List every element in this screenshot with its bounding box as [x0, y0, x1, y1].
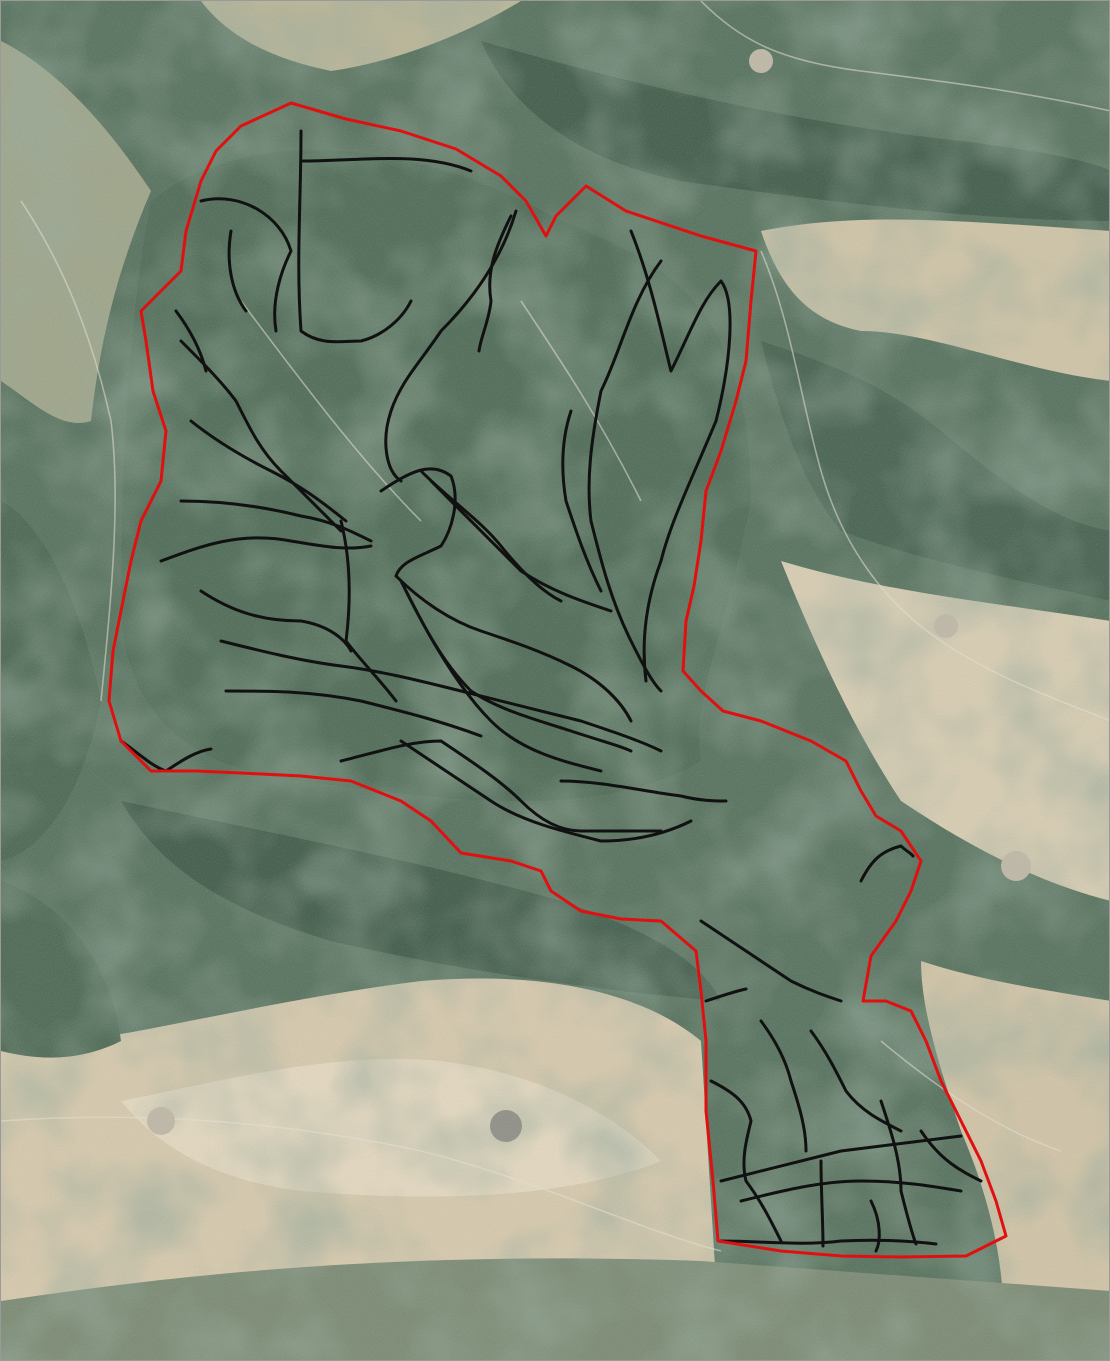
network-line-18[interactable] — [394, 574, 633, 723]
network-line-3[interactable] — [199, 197, 293, 333]
network-line-8[interactable] — [561, 409, 603, 593]
track-inner-2 — [520, 300, 642, 502]
study-area-boundary[interactable] — [107, 101, 1008, 1259]
network-line-28[interactable] — [227, 229, 248, 313]
network-line-2[interactable] — [299, 157, 473, 173]
network-line-33[interactable] — [759, 1019, 808, 1153]
network-line-10[interactable] — [189, 419, 348, 523]
network-line-29[interactable] — [859, 844, 915, 883]
network-line-9[interactable] — [179, 339, 343, 533]
network-line-6[interactable] — [629, 229, 732, 683]
settlements — [147, 49, 1031, 1142]
settlement-south — [490, 1110, 522, 1142]
network-line-11[interactable] — [179, 499, 373, 543]
network-line-31[interactable] — [704, 987, 748, 1003]
network-line-39[interactable] — [879, 1099, 918, 1246]
network-line-13[interactable] — [199, 589, 353, 653]
network-line-27[interactable] — [174, 309, 208, 373]
network-line-5[interactable] — [477, 214, 513, 353]
network-line-36[interactable] — [739, 1179, 963, 1203]
track-west — [20, 200, 116, 702]
network-line-41[interactable] — [869, 1199, 881, 1253]
network-line-14[interactable] — [219, 639, 663, 753]
network-line-22[interactable] — [429, 479, 613, 613]
network-line-35[interactable] — [719, 1134, 963, 1183]
settlement-far-east — [1001, 851, 1031, 881]
track-east — [760, 250, 1109, 722]
track-valley-road — [700, 1, 1109, 112]
network-line-15[interactable] — [224, 689, 483, 738]
network-line-30[interactable] — [699, 919, 843, 1003]
network-line-25[interactable] — [559, 779, 728, 803]
tracks — [1, 1, 1109, 1252]
network-line-34[interactable] — [809, 1029, 903, 1133]
settlement-east — [934, 614, 958, 638]
network-line-37[interactable] — [719, 1238, 938, 1246]
track-inner-1 — [240, 300, 422, 522]
network-line-20[interactable] — [404, 589, 603, 773]
network-line-16[interactable] — [339, 519, 398, 703]
network-line-32[interactable] — [709, 1079, 783, 1243]
track-southeast — [880, 1040, 1062, 1152]
network-line-7[interactable] — [587, 259, 663, 693]
network-line-38[interactable] — [819, 1159, 825, 1248]
network-line-1[interactable] — [297, 129, 413, 344]
network-line-40[interactable] — [919, 1129, 983, 1183]
settlement-west — [147, 1107, 175, 1135]
track-south-road — [1, 1116, 722, 1252]
settlement-north — [749, 49, 773, 73]
network-layer — [119, 129, 983, 1253]
network-line-24[interactable] — [399, 739, 693, 843]
